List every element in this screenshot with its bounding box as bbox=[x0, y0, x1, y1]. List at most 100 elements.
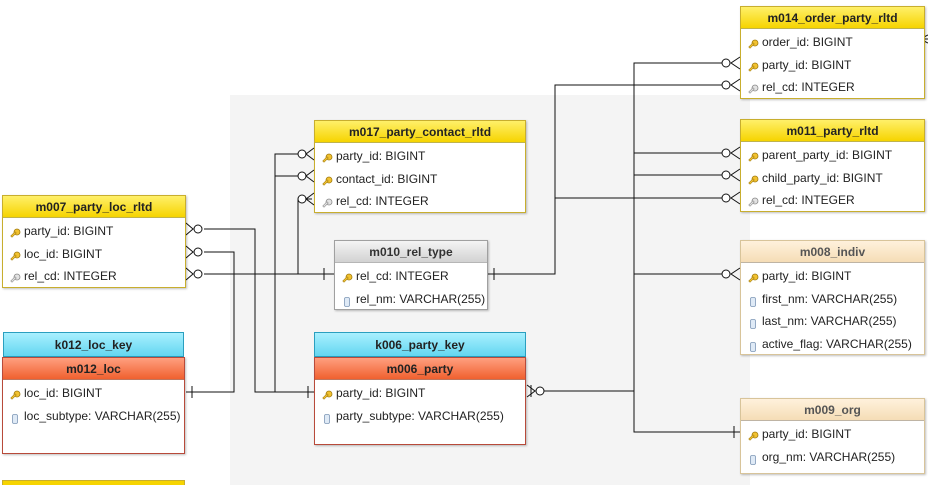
entity-title: m014_order_party_rltd bbox=[741, 7, 924, 29]
column-label: loc_id: BIGINT bbox=[24, 246, 103, 261]
column-row[interactable]: loc_id: BIGINT bbox=[3, 382, 184, 405]
column-label: last_nm: VARCHAR(255) bbox=[762, 314, 897, 328]
column-list: order_id: BIGINT party_id: BIGINT rel_cd: … bbox=[741, 29, 924, 99]
entity-title: m017_party_contact_rltd bbox=[315, 121, 525, 143]
column-label: rel_cd: INTEGER bbox=[24, 269, 117, 283]
column-label: party_id: BIGINT bbox=[762, 269, 852, 283]
column-icon bbox=[747, 315, 759, 330]
rel-m010-m017 bbox=[297, 198, 312, 274]
entity-m011[interactable]: m011_party_rltd parent_party_id: BIGINT c… bbox=[740, 119, 925, 212]
column-label: child_party_id: BIGINT bbox=[762, 170, 883, 185]
entity-title: m011_party_rltd bbox=[741, 120, 924, 142]
column-label: party_id: BIGINT bbox=[336, 149, 426, 163]
column-label: active_flag: VARCHAR(255) bbox=[762, 336, 912, 351]
column-label: first_nm: VARCHAR(255) bbox=[762, 291, 898, 306]
column-label: party_id: BIGINT bbox=[336, 386, 426, 400]
column-list: party_id: BIGINT party_subtype: VARCHAR(2… bbox=[315, 380, 525, 427]
column-row[interactable]: party_id: BIGINT bbox=[315, 145, 525, 168]
column-row[interactable]: org_nm: VARCHAR(255) bbox=[741, 446, 924, 469]
primary-key-icon bbox=[747, 428, 759, 441]
column-icon bbox=[9, 410, 21, 424]
entity-title: m007_party_loc_rltd bbox=[3, 196, 185, 218]
column-row[interactable]: party_id: BIGINT bbox=[741, 54, 924, 77]
column-label: party_id: BIGINT bbox=[24, 224, 114, 238]
column-row[interactable]: loc_id: BIGINT bbox=[3, 243, 185, 266]
entity-m017[interactable]: m017_party_contact_rltd party_id: BIGINT… bbox=[314, 120, 526, 213]
column-label: loc_id: BIGINT bbox=[24, 386, 103, 400]
column-row[interactable]: party_id: BIGINT bbox=[741, 265, 924, 288]
primary-key-icon bbox=[321, 150, 333, 163]
column-label: parent_party_id: BIGINT bbox=[762, 148, 893, 162]
column-label: order_id: BIGINT bbox=[762, 35, 853, 49]
column-label: rel_cd: INTEGER bbox=[762, 193, 855, 207]
column-label: rel_nm: VARCHAR(255) bbox=[356, 291, 486, 306]
entity-m014[interactable]: m014_order_party_rltd order_id: BIGINT pa… bbox=[740, 6, 925, 99]
column-row[interactable]: child_party_id: BIGINT bbox=[741, 167, 924, 190]
column-row[interactable]: loc_subtype: VARCHAR(255) bbox=[3, 405, 184, 428]
column-icon bbox=[341, 293, 353, 307]
column-icon bbox=[321, 410, 333, 424]
column-row[interactable]: order_id: BIGINT bbox=[741, 31, 924, 54]
key-tab-k006[interactable]: k006_party_key bbox=[314, 332, 526, 357]
foreign-key-icon bbox=[747, 81, 759, 94]
primary-key-icon bbox=[9, 387, 21, 400]
column-row[interactable]: first_nm: VARCHAR(255) bbox=[741, 288, 924, 311]
column-row[interactable]: last_nm: VARCHAR(255) bbox=[741, 310, 924, 333]
entity-title: m008_indiv bbox=[741, 241, 924, 263]
column-row[interactable]: rel_cd: INTEGER bbox=[741, 189, 924, 212]
column-row[interactable]: party_id: BIGINT bbox=[315, 382, 525, 405]
primary-key-icon bbox=[747, 36, 759, 49]
column-label: org_nm: VARCHAR(255) bbox=[762, 449, 896, 464]
column-row[interactable]: rel_cd: INTEGER bbox=[741, 76, 924, 99]
column-label: contact_id: BIGINT bbox=[336, 171, 438, 186]
entity-title: m012_loc bbox=[3, 358, 184, 380]
column-row[interactable]: rel_nm: VARCHAR(255) bbox=[335, 288, 487, 311]
column-list: party_id: BIGINT contact_id: BIGINT rel_cd… bbox=[315, 143, 525, 213]
entity-title: m006_party bbox=[315, 358, 525, 380]
column-row[interactable]: rel_cd: INTEGER bbox=[315, 190, 525, 213]
foreign-key-icon bbox=[321, 195, 333, 208]
column-list: party_id: BIGINT loc_id: BIGINT rel_cd: IN… bbox=[3, 218, 185, 288]
rel-m006-m009 bbox=[633, 391, 740, 433]
column-row[interactable]: rel_cd: INTEGER bbox=[335, 265, 487, 288]
rel-m006-m007 bbox=[204, 228, 275, 393]
column-icon bbox=[747, 451, 759, 465]
column-icon bbox=[747, 293, 759, 307]
column-row[interactable]: rel_cd: INTEGER bbox=[3, 265, 185, 288]
entity-partial-offscreen[interactable] bbox=[2, 480, 185, 485]
column-label: rel_cd: INTEGER bbox=[356, 269, 449, 283]
entity-m012[interactable]: m012_loc loc_id: BIGINT loc_subtype: VARC… bbox=[2, 357, 185, 454]
primary-key-icon bbox=[747, 149, 759, 162]
primary-key-icon bbox=[747, 172, 759, 185]
column-row[interactable]: contact_id: BIGINT bbox=[315, 168, 525, 191]
column-icon bbox=[747, 338, 759, 352]
primary-key-icon bbox=[747, 270, 759, 283]
column-row[interactable]: party_subtype: VARCHAR(255) bbox=[315, 405, 525, 428]
column-label: party_subtype: VARCHAR(255) bbox=[336, 408, 504, 423]
primary-key-icon bbox=[9, 248, 21, 261]
foreign-key-icon bbox=[747, 194, 759, 207]
column-label: party_id: BIGINT bbox=[762, 57, 852, 72]
column-list: rel_cd: INTEGER rel_nm: VARCHAR(255) bbox=[335, 263, 487, 310]
column-row[interactable]: parent_party_id: BIGINT bbox=[741, 144, 924, 167]
rel-m012-m007 bbox=[186, 251, 235, 393]
key-tab-k012[interactable]: k012_loc_key bbox=[3, 332, 184, 357]
column-list: parent_party_id: BIGINT child_party_id: B… bbox=[741, 142, 924, 212]
primary-key-icon bbox=[9, 225, 21, 238]
column-row[interactable]: active_flag: VARCHAR(255) bbox=[741, 333, 924, 356]
primary-key-icon bbox=[321, 387, 333, 400]
entity-m006[interactable]: m006_party party_id: BIGINT party_subtype… bbox=[314, 357, 526, 445]
column-label: loc_subtype: VARCHAR(255) bbox=[24, 408, 181, 423]
column-row[interactable]: party_id: BIGINT bbox=[3, 220, 185, 243]
entity-m007[interactable]: m007_party_loc_rltd party_id: BIGINT loc_… bbox=[2, 195, 186, 288]
entity-m008[interactable]: m008_indiv party_id: BIGINT first_nm: VAR… bbox=[740, 240, 925, 355]
rel-m006-m014 bbox=[540, 62, 730, 392]
column-list: party_id: BIGINT org_nm: VARCHAR(255) bbox=[741, 421, 924, 468]
column-row[interactable]: party_id: BIGINT bbox=[741, 423, 924, 446]
column-label: party_id: BIGINT bbox=[762, 427, 852, 441]
rel-m010-m014 bbox=[488, 84, 730, 275]
